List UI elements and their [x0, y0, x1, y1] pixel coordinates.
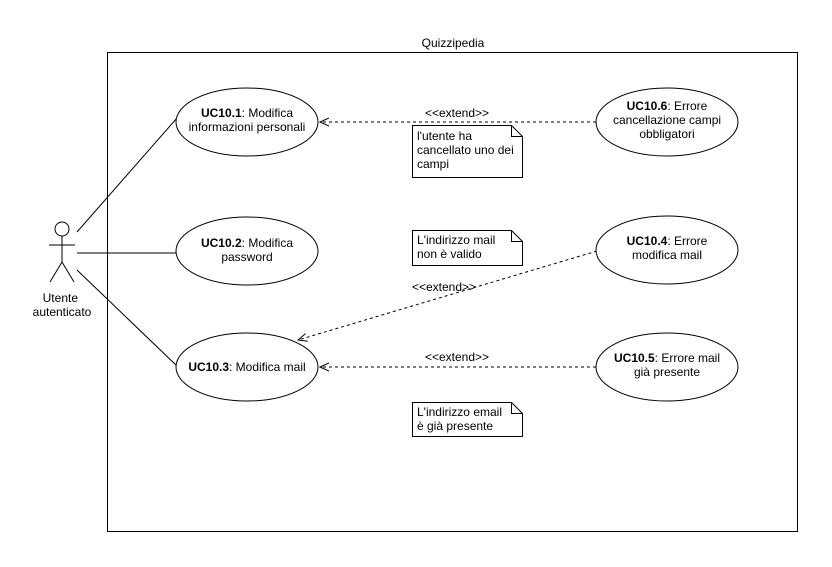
note-1-fold	[511, 125, 523, 137]
use-case-uc10-2-ellipse	[175, 216, 319, 286]
note-2-shape	[412, 230, 523, 266]
uc10-4-text1: : Errore	[667, 234, 707, 248]
note-1-line3: campi	[417, 157, 449, 171]
extend-label-diagonal: <<extend>>	[412, 280, 476, 294]
note-3-shape	[412, 402, 523, 437]
use-case-uc10-4-title: UC10.4: Errore	[627, 234, 708, 248]
extend-uc104-to-uc103	[298, 250, 598, 340]
use-case-uc10-6-title: UC10.6: Errore	[627, 99, 708, 113]
note-mail-non-valida: L'indirizzo mail non è valido	[412, 230, 523, 266]
use-case-uc10-6-ellipse	[595, 87, 739, 157]
association-uc101	[76, 117, 178, 233]
use-case-uc10-1: UC10.1: Modifica informazioni personali	[175, 87, 319, 157]
uc10-4-text2: modifica mail	[632, 248, 702, 262]
actor-right-leg	[61, 261, 75, 283]
actor-left-leg	[49, 261, 63, 283]
uc10-2-text1: : Modifica	[242, 236, 294, 250]
actor-label-line2: autenticato	[33, 305, 92, 319]
use-case-uc10-6: UC10.6: Errore cancellazione campi obbli…	[595, 87, 739, 157]
note-mail-gia-presente: L'indirizzo email è già presente	[412, 402, 523, 437]
note-1-line1: l'utente ha	[417, 129, 472, 143]
actor-utente-autenticato: Utente autenticato	[33, 221, 92, 319]
uc10-6-text1: : Errore	[667, 99, 707, 113]
use-case-uc10-1-title: UC10.1: Modifica	[201, 106, 293, 120]
association-uc103	[76, 269, 178, 367]
use-case-uc10-3-ellipse	[175, 332, 319, 402]
actor-label: Utente autenticato	[33, 291, 92, 319]
note-2-fold	[511, 230, 523, 242]
use-case-uc10-1-ellipse	[175, 87, 319, 157]
use-case-uc10-2: UC10.2: Modifica password	[175, 216, 319, 286]
use-case-uc10-5-title: UC10.5: Errore mail	[614, 351, 720, 365]
uc10-5-id: UC10.5	[614, 351, 655, 365]
uc10-1-id: UC10.1	[201, 106, 242, 120]
actor-label-line1: Utente	[43, 291, 79, 305]
note-2-line1: L'indirizzo mail	[417, 233, 495, 247]
note-campi-cancellati: l'utente ha cancellato uno dei campi	[412, 125, 523, 178]
uc10-6-text2: cancellazione campi	[613, 113, 721, 127]
uc10-3-text1: : Modifica mail	[229, 360, 306, 374]
note-1-line2: cancellato uno dei	[417, 143, 514, 157]
uc10-6-text3: obbligatori	[639, 127, 694, 141]
uc10-6-id: UC10.6	[627, 99, 668, 113]
use-case-uc10-5-ellipse	[595, 332, 739, 402]
use-case-uc10-2-title: UC10.2: Modifica	[201, 236, 293, 250]
uc10-2-text2: password	[221, 250, 272, 264]
note-3-line1: L'indirizzo email	[417, 405, 502, 419]
note-1-shape	[412, 125, 523, 178]
use-case-uc10-5: UC10.5: Errore mail già presente	[595, 332, 739, 402]
actor-head	[54, 221, 70, 237]
uc10-5-text2: già presente	[634, 365, 700, 379]
uc10-1-text1: : Modifica	[242, 106, 294, 120]
note-3-line2: è già presente	[417, 419, 493, 433]
system-title: Quizzipedia	[422, 36, 485, 50]
note-3-fold	[511, 402, 523, 414]
use-case-uc10-3-title: UC10.3: Modifica mail	[188, 360, 305, 374]
uc10-5-text1: : Errore mail	[655, 351, 720, 365]
note-2-line2: non è valido	[417, 247, 482, 261]
use-case-uc10-4: UC10.4: Errore modifica mail	[595, 215, 739, 285]
use-case-uc10-4-ellipse	[595, 215, 739, 285]
use-case-uc10-3: UC10.3: Modifica mail	[175, 332, 319, 402]
uc10-4-id: UC10.4	[627, 234, 668, 248]
extend-label-top: <<extend>>	[425, 106, 489, 120]
extend-label-bottom: <<extend>>	[425, 350, 489, 364]
uc10-3-id: UC10.3	[188, 360, 229, 374]
uc10-1-text2: informazioni personali	[189, 120, 306, 134]
uc10-2-id: UC10.2	[201, 236, 242, 250]
